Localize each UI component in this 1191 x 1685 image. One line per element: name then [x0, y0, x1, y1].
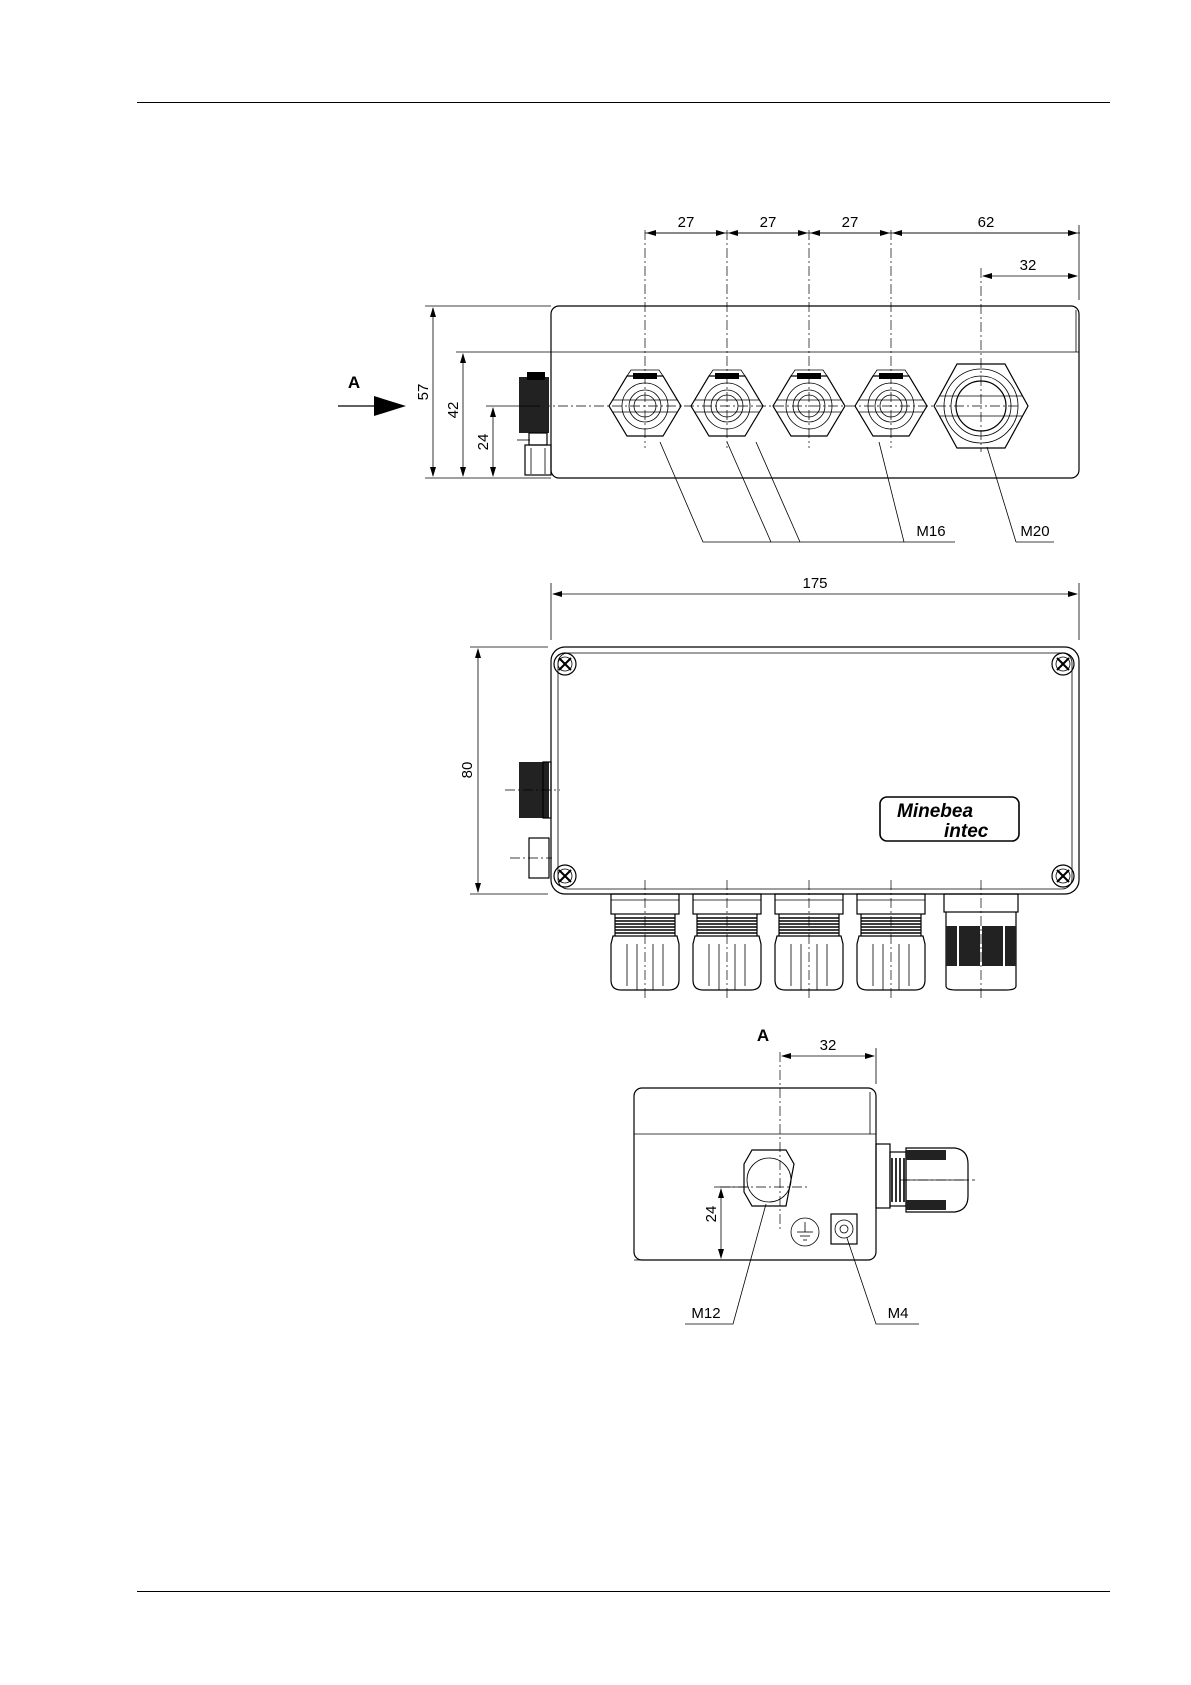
lid-screw-tr [1052, 653, 1074, 675]
dim-depth-80: 80 [459, 762, 476, 779]
dim-right-62: 62 [978, 214, 995, 231]
end-view: A [634, 1026, 975, 1324]
logo-line1: Minebea [897, 801, 973, 822]
lid-screw-br [1052, 865, 1074, 887]
m12-plug [744, 1150, 794, 1206]
view-arrow-icon [374, 396, 406, 416]
end-dim-24: 24 [703, 1206, 720, 1223]
lid-screw-bl [554, 865, 576, 887]
dim-spacing-1: 27 [678, 214, 695, 231]
end-view-label: A [757, 1026, 769, 1045]
lid-outline [558, 653, 1072, 889]
dim-height-24: 24 [475, 434, 492, 451]
side-plug-top [505, 762, 560, 878]
dim-spacing-2: 27 [760, 214, 777, 231]
enclosure-end-outline [634, 1088, 876, 1260]
m4-ground-screw [831, 1214, 857, 1244]
label-m4: M4 [888, 1305, 909, 1322]
dim-spacing-3: 27 [842, 214, 859, 231]
enclosure-top-outline [551, 647, 1079, 894]
label-m20: M20 [1020, 523, 1049, 540]
dim-height-57: 57 [415, 384, 432, 401]
dim-height-42: 42 [445, 402, 462, 419]
enclosure-side-outline [551, 306, 1079, 478]
side-view: 27 27 27 62 32 57 42 24 A M16 M20 [338, 214, 1080, 542]
lid-screw-tl [554, 653, 576, 675]
ground-symbol-icon [791, 1218, 819, 1246]
dim-m20-offset: 32 [1020, 257, 1037, 274]
end-dim-32: 32 [820, 1037, 837, 1054]
side-plug-connector [517, 372, 551, 475]
view-arrow-label: A [348, 373, 360, 392]
dim-width-175: 175 [802, 575, 827, 592]
brand-logo: Minebea intec [880, 797, 1019, 842]
label-m16: M16 [916, 523, 945, 540]
logo-line2: intec [944, 821, 989, 842]
top-view: Minebea intec [459, 575, 1079, 1000]
end-view-side-gland [876, 1144, 968, 1212]
label-m12: M12 [691, 1305, 720, 1322]
